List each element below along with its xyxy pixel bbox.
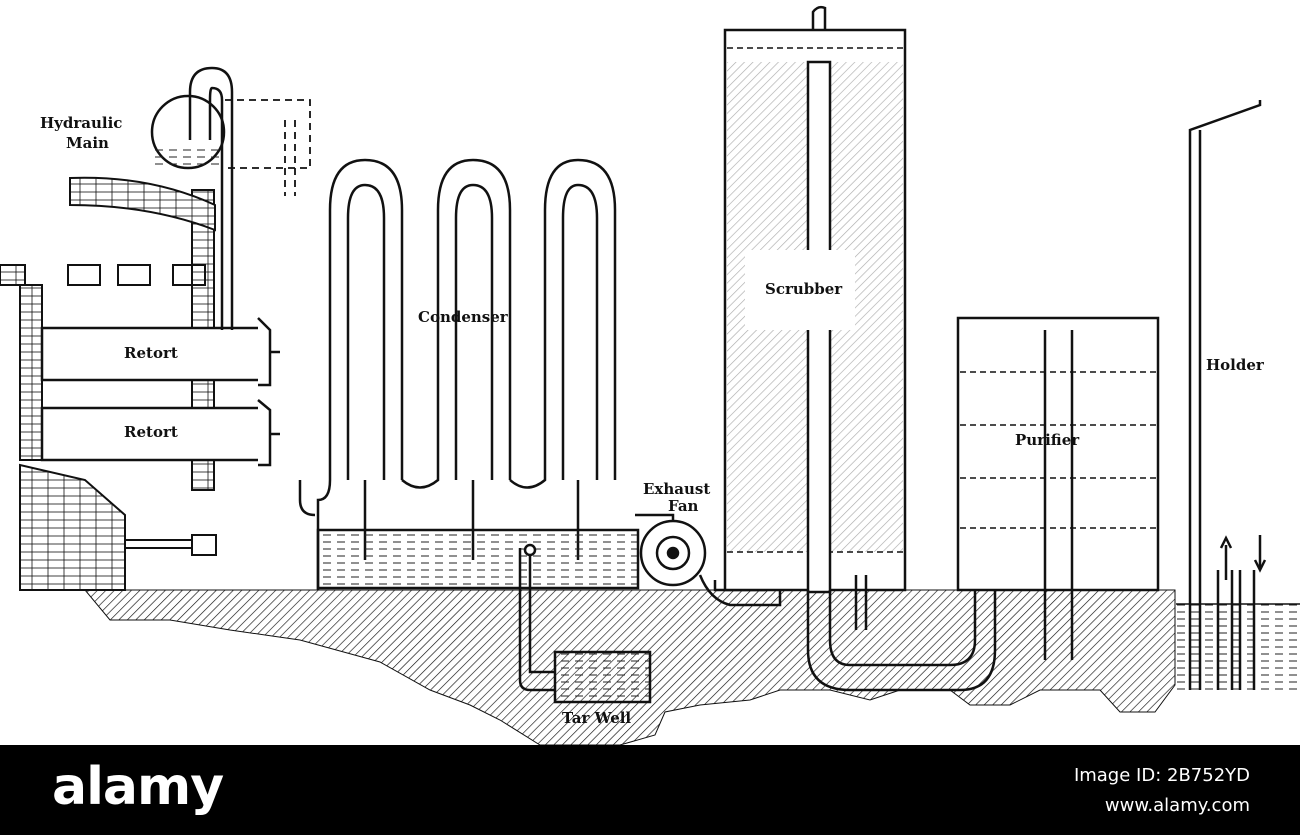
label-retort-top: Retort [124,344,178,362]
holder [1188,100,1267,690]
retort-bottom [40,399,280,467]
label-exhaust-fan-line1: Exhaust [643,480,710,498]
gas-works-diagram: Hydraulic Main Retort Retort Condenser E… [0,5,1300,745]
hydraulic-main [150,66,311,330]
watermark-footer: alamy Image ID: 2B752YD www.alamy.com [0,745,1300,835]
site-url-text: www.alamy.com [1104,795,1250,816]
retort-top [40,317,280,387]
label-hydraulic-main-line1: Hydraulic [40,114,122,132]
label-tar-well: Tar Well [562,709,631,727]
label-holder: Holder [1206,356,1265,374]
scrubber [723,5,997,692]
label-purifier: Purifier [1015,431,1080,449]
label-condenser: Condenser [418,308,509,326]
condenser [298,158,640,590]
holder-water [1176,604,1300,690]
label-scrubber: Scrubber [765,280,843,298]
alamy-logo: alamy [52,757,224,817]
retort-bench [0,176,217,591]
label-exhaust-fan-line2: Fan [668,497,699,515]
purifier [956,316,1160,660]
label-retort-bottom: Retort [124,423,178,441]
tar-well [518,543,652,704]
label-hydraulic-main-line2: Main [66,134,109,152]
image-id-text: Image ID: 2B752YD [1073,765,1250,786]
